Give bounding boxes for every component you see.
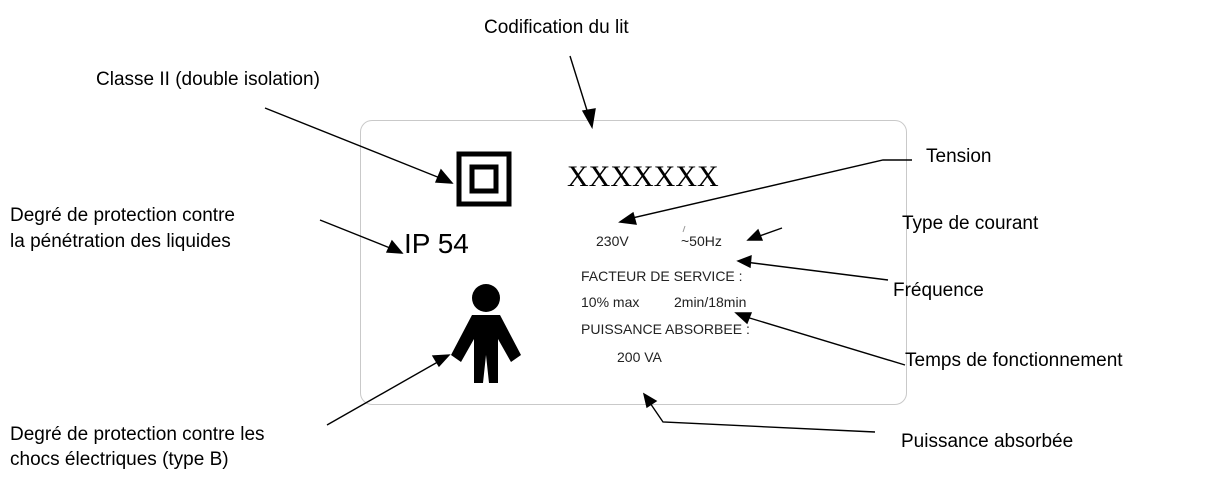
label-degre-chocs-line2: chocs électriques (type B) [10, 449, 229, 470]
power-value: 200 VA [617, 349, 662, 365]
arrow-codification [569, 55, 591, 121]
label-tension: Tension [926, 146, 992, 167]
arrow-tension [627, 159, 912, 220]
arrow-puissance [647, 399, 876, 433]
arrow-frequence [744, 261, 889, 281]
label-degre-liquides-line2: la pénétration des liquides [10, 231, 231, 252]
label-classe: Classe II (double isolation) [96, 69, 320, 90]
arrowhead-liquides [385, 239, 404, 254]
label-temps: Temps de fonctionnement [905, 350, 1123, 371]
arrow-classe [264, 107, 446, 181]
person-type-b-icon [451, 284, 521, 383]
arrowhead-tension [618, 211, 637, 225]
arrow-chocs [326, 358, 444, 426]
bed-code: XXXXXXX [567, 160, 719, 193]
class-ii-double-square-icon [456, 151, 512, 207]
arrowhead-puissance [642, 392, 658, 409]
label-codification: Codification du lit [484, 17, 629, 38]
label-frequence: Fréquence [893, 280, 984, 301]
current-frequency-value: ~50Hz [681, 233, 722, 249]
label-degre-chocs-line1: Degré de protection contre les [10, 424, 265, 445]
arrowhead-codification [581, 108, 596, 130]
service-time-value: 2min/18min [674, 294, 747, 310]
label-type-courant: Type de courant [902, 213, 1039, 234]
voltage-value: 230V [596, 233, 629, 249]
service-factor-title: FACTEUR DE SERVICE : [581, 268, 743, 284]
arrow-temps [742, 315, 906, 366]
tick-mark [682, 225, 686, 233]
arrow-liquides [319, 219, 396, 251]
arrowhead-chocs [431, 354, 451, 368]
label-degre-liquides-line1: Degré de protection contre [10, 205, 235, 226]
label-puissance: Puissance absorbée [901, 431, 1074, 452]
service-max-value: 10% max [581, 294, 640, 310]
rating-plate [360, 120, 907, 405]
arrowhead-classe [434, 168, 454, 184]
arrowhead-type-courant [746, 228, 764, 241]
ip-rating: IP 54 [404, 228, 469, 259]
arrowhead-frequence [736, 254, 752, 269]
callout-arrows [264, 55, 912, 433]
arrowhead-temps [734, 312, 753, 325]
power-title: PUISSANCE ABSORBEE : [581, 321, 750, 337]
